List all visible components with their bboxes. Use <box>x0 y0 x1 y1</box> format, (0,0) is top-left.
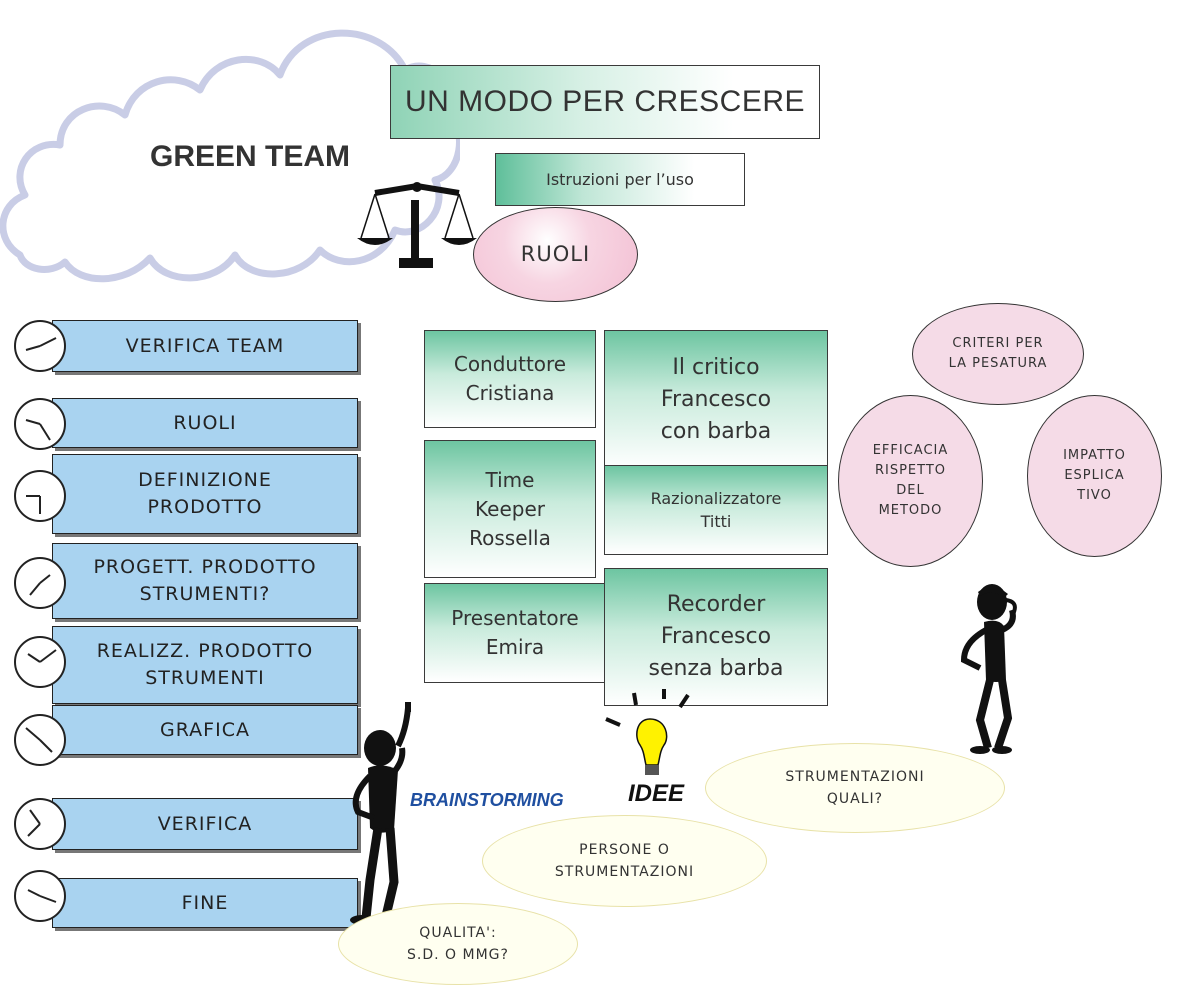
role-critico: Il critico Francesco con barba <box>604 330 828 470</box>
brainstorming-label: BRAINSTORMING <box>410 790 564 810</box>
clock-icon <box>14 798 66 850</box>
bubble-quality-text: QUALITA': S.D. O MMG? <box>407 924 509 963</box>
step-realizz-prodotto[interactable]: REALIZZ. PRODOTTO STRUMENTI <box>52 626 358 704</box>
step-label: VERIFICA <box>157 812 253 835</box>
criteria-main-label: CRITERI PER LA PESATURA <box>948 335 1048 371</box>
role-text: Time Keeper Rossella <box>469 467 551 550</box>
role-conduttore: Conduttore Cristiana <box>424 330 596 428</box>
lightbulb-icon <box>605 689 690 775</box>
instructions-label: Istruzioni per l’uso <box>546 170 694 189</box>
clock-icon <box>14 714 66 766</box>
scales-icon <box>357 182 477 268</box>
clock-icon <box>14 320 66 372</box>
step-label: FINE <box>181 891 229 914</box>
clock-icon <box>14 870 66 922</box>
clock-icon <box>14 557 66 609</box>
main-title: UN MODO PER CRESCERE <box>404 85 806 118</box>
criteria-impact-label: IMPATTO ESPLICA TIVO <box>1063 447 1126 504</box>
bubble-people: PERSONE O STRUMENTAZIONI <box>482 815 767 907</box>
step-definizione-prodotto[interactable]: DEFINIZIONE PRODOTTO <box>52 454 358 534</box>
role-text: Presentatore Emira <box>451 606 579 659</box>
criteria-main-ellipse: CRITERI PER LA PESATURA <box>912 303 1084 405</box>
bubble-people-text: PERSONE O STRUMENTAZIONI <box>554 841 695 880</box>
step-verifica[interactable]: VERIFICA <box>52 798 358 850</box>
clock-icon <box>14 398 66 450</box>
bubble-quality: QUALITA': S.D. O MMG? <box>338 903 578 985</box>
step-progett-prodotto[interactable]: PROGETT. PRODOTTO STRUMENTI? <box>52 543 358 619</box>
role-text: Razionalizzatore Titti <box>650 488 782 531</box>
step-label: RUOLI <box>173 411 237 434</box>
criteria-efficacy-ellipse: EFFICACIA RISPETTO DEL METODO <box>838 395 983 567</box>
role-time-keeper: Time Keeper Rossella <box>424 440 596 578</box>
thinking-person-icon <box>960 584 1017 754</box>
clock-icon <box>14 470 66 522</box>
clock-icon <box>14 636 66 688</box>
ideas-label: IDEE <box>628 780 685 807</box>
role-text: Recorder Francesco senza barba <box>648 592 784 681</box>
step-label: VERIFICA TEAM <box>125 334 285 357</box>
step-verifica-team[interactable]: VERIFICA TEAM <box>52 320 358 372</box>
role-razionalizzatore: Razionalizzatore Titti <box>604 465 828 555</box>
role-presentatore: Presentatore Emira <box>424 583 606 683</box>
roles-ellipse: RUOLI <box>473 207 638 302</box>
role-recorder: Recorder Francesco senza barba <box>604 568 828 706</box>
step-label: REALIZZ. PRODOTTO STRUMENTI <box>96 640 314 689</box>
bubble-tools: STRUMENTAZIONI QUALI? <box>705 743 1005 833</box>
instructions-box: Istruzioni per l’uso <box>495 153 745 206</box>
step-ruoli[interactable]: RUOLI <box>52 398 358 448</box>
step-label: DEFINIZIONE PRODOTTO <box>138 469 272 518</box>
criteria-efficacy-label: EFFICACIA RISPETTO DEL METODO <box>872 442 949 519</box>
role-text: Conduttore Cristiana <box>453 352 567 405</box>
main-title-box: UN MODO PER CRESCERE <box>390 65 820 139</box>
page-title: GREEN TEAM <box>150 140 351 173</box>
role-text: Il critico Francesco con barba <box>660 355 772 444</box>
step-label: GRAFICA <box>160 718 250 741</box>
pointing-person-icon <box>350 702 411 925</box>
step-fine[interactable]: FINE <box>52 878 358 928</box>
criteria-impact-ellipse: IMPATTO ESPLICA TIVO <box>1027 395 1162 557</box>
step-label: PROGETT. PRODOTTO STRUMENTI? <box>93 556 317 605</box>
bubble-tools-text: STRUMENTAZIONI QUALI? <box>785 768 925 807</box>
step-grafica[interactable]: GRAFICA <box>52 705 358 755</box>
roles-label: RUOLI <box>520 242 591 267</box>
